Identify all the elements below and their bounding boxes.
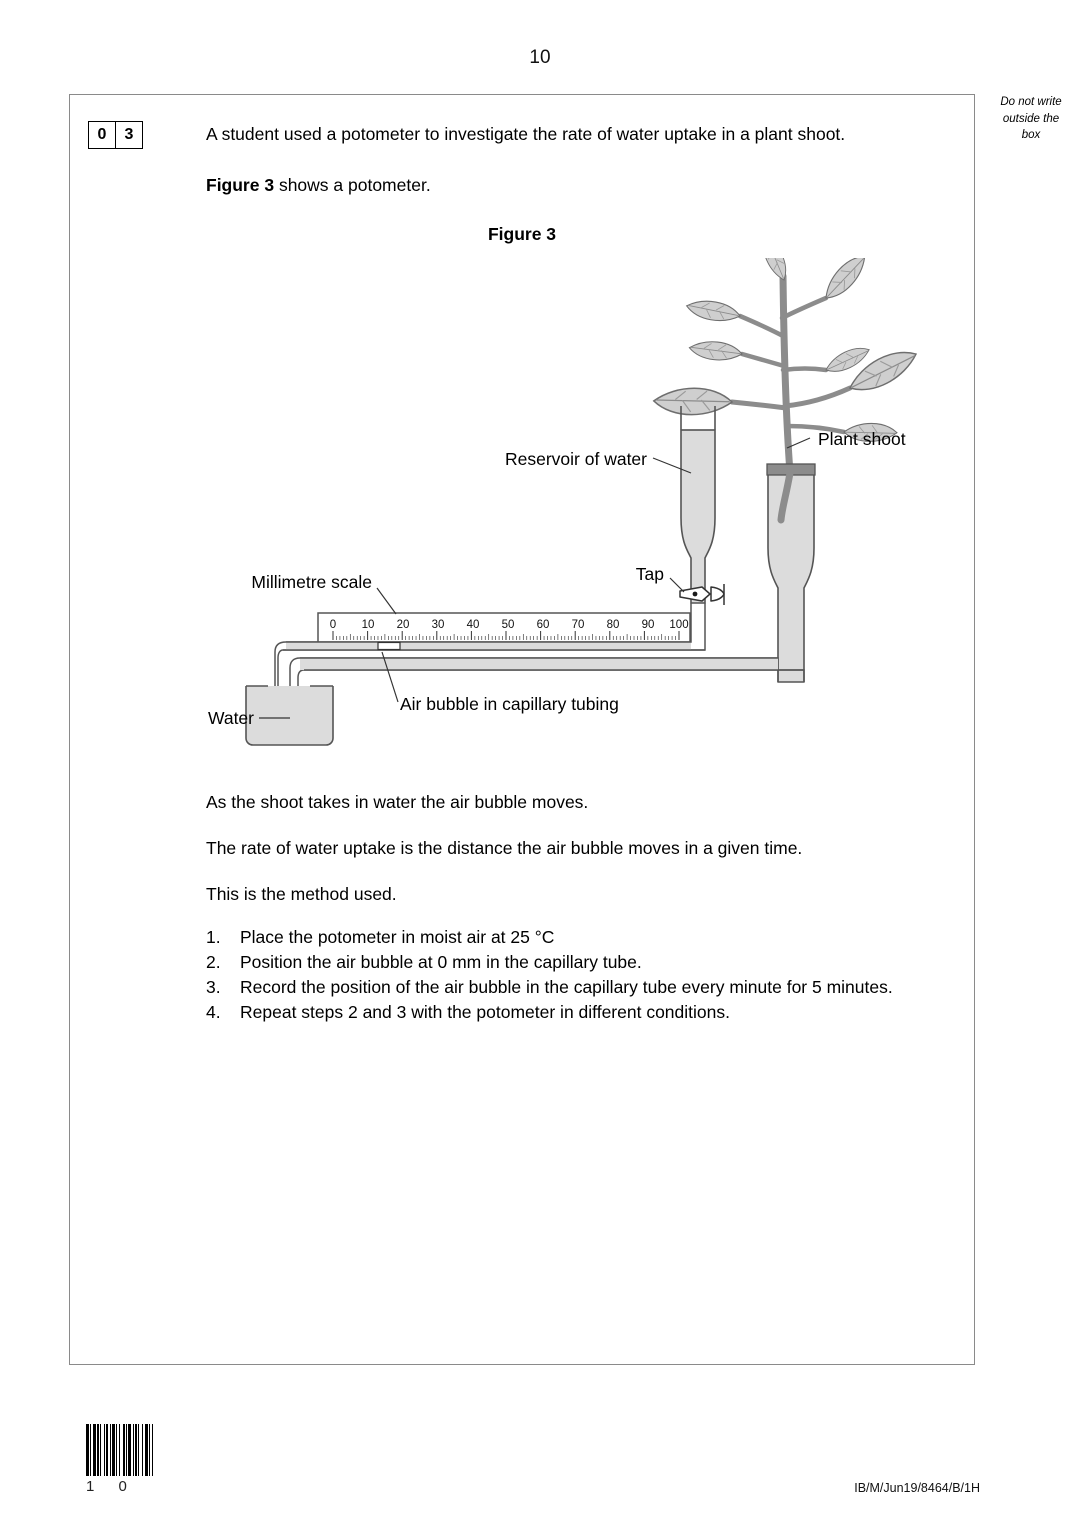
- label-reservoir-of-water: Reservoir of water: [505, 449, 647, 469]
- question-number-digit-2: 3: [124, 126, 134, 143]
- method-step-text: Repeat steps 2 and 3 with the potometer …: [240, 1002, 730, 1023]
- svg-text:50: 50: [502, 619, 515, 631]
- method-step-number: 2.: [206, 952, 221, 973]
- figure-title: Figure 3: [487, 224, 557, 244]
- method-step: 4. Repeat steps 2 and 3 with the potomet…: [206, 1000, 946, 1024]
- svg-text:70: 70: [572, 619, 585, 631]
- do-not-write-outside-box-note: Do not write outside the box: [985, 94, 1077, 144]
- figure-leader-lines: [259, 437, 811, 719]
- method-step: 3. Record the position of the air bubble…: [206, 975, 946, 999]
- method-steps-list: 1. Place the potometer in moist air at 2…: [206, 925, 946, 1026]
- svg-text:60: 60: [537, 619, 550, 631]
- svg-text:0: 0: [330, 619, 336, 631]
- method-step: 1. Place the potometer in moist air at 2…: [206, 925, 946, 949]
- label-plant-shoot: Plant shoot: [818, 429, 906, 449]
- tap-drawing: [679, 584, 725, 605]
- paragraph-shoot-takes-water: As the shoot takes in water the air bubb…: [206, 792, 589, 812]
- question-stem: A student used a potometer to investigat…: [206, 124, 846, 144]
- do-not-write-line-3: box: [1021, 129, 1041, 142]
- label-air-bubble: Air bubble in capillary tubing: [400, 694, 619, 714]
- do-not-write-line-2: outside the: [1002, 112, 1060, 125]
- method-step-text: Record the position of the air bubble in…: [240, 977, 893, 998]
- figure-intro-bold: Figure 3: [206, 175, 275, 195]
- leader-air-bubble: [381, 651, 399, 703]
- method-step-number: 1.: [206, 927, 221, 947]
- leader-tap: [669, 577, 685, 593]
- method-step-text: Place the potometer in moist air at 25 °…: [240, 927, 555, 947]
- figure-intro-line: Figure 3 shows a potometer.: [206, 175, 431, 196]
- water-beaker-drawing: [245, 685, 334, 746]
- label-water: Water: [208, 708, 254, 728]
- label-tap: Tap: [636, 564, 664, 584]
- footer-paper-code: IB/M/Jun19/8464/B/1H: [854, 1481, 980, 1495]
- svg-text:20: 20: [397, 619, 410, 631]
- reservoir-drawing: [680, 406, 716, 604]
- figure-intro-rest: shows a potometer.: [274, 175, 431, 195]
- question-number-box: 0 3: [88, 121, 143, 149]
- barcode-digits: 1 0: [86, 1478, 137, 1495]
- paragraph-rate-of-uptake: The rate of water uptake is the distance…: [206, 838, 803, 858]
- method-step-number: 4.: [206, 1002, 221, 1023]
- question-number-digit-1: 0: [89, 122, 116, 148]
- barcode: [86, 1424, 153, 1476]
- figure-3-potometer-diagram: 0 10 20 30 40 50 60 70 80 90 100: [150, 258, 970, 758]
- svg-text:90: 90: [642, 619, 655, 631]
- label-millimetre-scale: Millimetre scale: [251, 572, 372, 592]
- svg-text:30: 30: [432, 619, 445, 631]
- do-not-write-line-1: Do not write: [1000, 96, 1062, 108]
- ruler-tick-labels: 0 10 20 30 40 50 60 70 80 90 100: [330, 619, 689, 631]
- paragraph-method-intro: This is the method used.: [206, 884, 397, 904]
- method-step: 2. Position the air bubble at 0 mm in th…: [206, 950, 946, 974]
- millimetre-scale-ruler: 0 10 20 30 40 50 60 70 80 90 100: [317, 612, 691, 644]
- plant-shoot-drawing: [651, 258, 923, 477]
- page-number: 10: [529, 47, 551, 68]
- answer-area-border: [69, 94, 975, 1365]
- leader-reservoir: [652, 457, 692, 474]
- air-bubble: [377, 641, 401, 651]
- svg-text:40: 40: [467, 619, 480, 631]
- leader-millimetre-scale: [376, 587, 397, 615]
- svg-text:80: 80: [607, 619, 620, 631]
- leader-plant-shoot: [786, 437, 811, 449]
- ruler-minor-ticks: [332, 631, 680, 640]
- svg-text:10: 10: [362, 619, 375, 631]
- capillary-tubing-drawing: [274, 603, 805, 710]
- method-step-number: 3.: [206, 977, 221, 998]
- svg-text:100: 100: [669, 619, 688, 631]
- shoot-tube-drawing: [766, 463, 816, 683]
- method-step-text: Position the air bubble at 0 mm in the c…: [240, 952, 642, 973]
